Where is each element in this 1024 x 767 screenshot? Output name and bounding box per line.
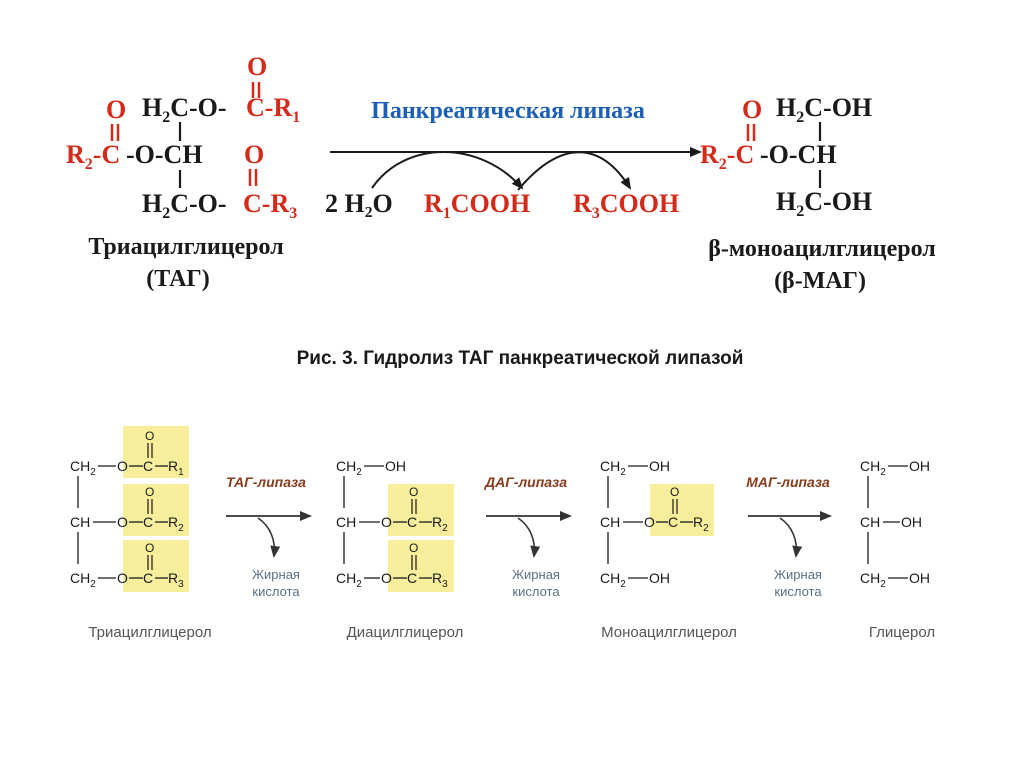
svg-text:O: O xyxy=(644,514,655,530)
figure-caption: Рис. 3. Гидролиз ТАГ панкреатической лип… xyxy=(297,348,744,369)
bottom-pathway: CH2 O C O R1 CH O C O R2 CH2 O xyxy=(70,426,935,641)
tag-r1-carbonyl-o: O xyxy=(247,52,267,81)
svg-text:C: C xyxy=(668,514,678,530)
bottom-mag-molecule: CH2 OH CH O C O R2 CH2 OH xyxy=(600,458,709,590)
svg-text:O: O xyxy=(117,514,128,530)
svg-text:CH: CH xyxy=(70,514,90,530)
tag-row1-c-r1: C-R1 xyxy=(246,93,300,126)
mag-name-label: β-моноацилглицерол xyxy=(708,236,936,262)
svg-text:CH: CH xyxy=(860,514,880,530)
step2-fatty-acid-line1: Жирная xyxy=(512,567,560,582)
svg-text:R3: R3 xyxy=(168,570,184,590)
tag-structure: O O O H2C-O- C-R1 R2-C -O-CH H2C-O- C-R3 xyxy=(66,52,300,222)
svg-text:R2: R2 xyxy=(168,514,184,534)
svg-text:O: O xyxy=(409,541,418,555)
highlight-tag-r1 xyxy=(123,426,189,478)
svg-text:C: C xyxy=(407,514,417,530)
mag-carbonyl-o: O xyxy=(742,95,762,124)
tag-row3-h2c: H2C-O- xyxy=(142,189,227,222)
svg-text:O: O xyxy=(409,485,418,499)
svg-text:O: O xyxy=(145,429,154,443)
tag-r2-carbonyl-o: O xyxy=(106,95,126,124)
highlight-tag-r2 xyxy=(123,484,189,536)
svg-text:C: C xyxy=(407,570,417,586)
svg-text:R1: R1 xyxy=(168,458,184,478)
enzyme-mag-lipase: МАГ-липаза xyxy=(746,474,830,490)
svg-text:CH2: CH2 xyxy=(600,570,626,590)
svg-text:CH2: CH2 xyxy=(336,570,362,590)
step1-fatty-acid-line2: кислота xyxy=(252,584,300,599)
svg-text:OH: OH xyxy=(649,458,670,474)
name-glycerol: Глицерол xyxy=(869,624,935,641)
svg-text:O: O xyxy=(117,458,128,474)
step2-fatty-acid-line2: кислота xyxy=(512,584,560,599)
mag-row2-o-ch: -O-CH xyxy=(760,140,837,169)
svg-text:C: C xyxy=(143,458,153,474)
svg-text:CH: CH xyxy=(336,514,356,530)
svg-text:O: O xyxy=(381,570,392,586)
svg-text:O: O xyxy=(145,485,154,499)
enzyme-dag-lipase: ДАГ-липаза xyxy=(484,474,567,490)
svg-text:OH: OH xyxy=(901,514,922,530)
svg-text:O: O xyxy=(145,541,154,555)
bottom-dag-molecule: CH2 OH CH O C O R2 CH2 O C O R3 xyxy=(336,458,448,590)
tag-row3-c-r3: C-R3 xyxy=(243,189,297,222)
svg-text:OH: OH xyxy=(649,570,670,586)
svg-text:R3: R3 xyxy=(432,570,448,590)
svg-text:CH2: CH2 xyxy=(860,570,886,590)
svg-text:O: O xyxy=(670,485,679,499)
step3-fatty-acid-line2: кислота xyxy=(774,584,822,599)
name-monoacylglycerol: Моноацилглицерол xyxy=(601,624,737,641)
highlight-mag-r2 xyxy=(650,484,714,536)
name-triacylglycerol: Триацилглицерол xyxy=(88,624,211,641)
tag-row2-o-ch: -O-CH xyxy=(126,140,203,169)
svg-text:O: O xyxy=(117,570,128,586)
step3-fatty-acid-line1: Жирная xyxy=(774,567,822,582)
tag-name-label: Триацилглицерол xyxy=(88,234,283,260)
enzyme-tag-lipase: ТАГ-липаза xyxy=(226,474,306,490)
tag-row1-h2c: H2C-O- xyxy=(142,93,227,126)
step1-fatty-acid-line1: Жирная xyxy=(252,567,300,582)
water-reactant: 2 H₂O xyxy=(325,189,393,218)
svg-text:O: O xyxy=(381,514,392,530)
highlight-dag-r2 xyxy=(388,484,454,536)
top-reaction: O O O H2C-O- C-R1 R2-C -O-CH H2C-O- C-R3 xyxy=(66,52,936,294)
bottom-tag-molecule: CH2 O C O R1 CH O C O R2 CH2 O xyxy=(70,429,184,590)
svg-text:R2: R2 xyxy=(693,514,709,534)
bottom-glycerol-molecule: CH2 OH CH OH CH2 OH xyxy=(860,458,930,590)
svg-text:R2: R2 xyxy=(432,514,448,534)
svg-text:OH: OH xyxy=(909,458,930,474)
step3-fatty-acid-arrow xyxy=(779,517,803,558)
curved-arrow-r3cooh xyxy=(517,151,632,191)
tag-abbr-label: (ТАГ) xyxy=(146,266,209,292)
svg-text:CH2: CH2 xyxy=(600,458,626,478)
product-r3cooh: R3COOH xyxy=(573,189,679,222)
tag-row2-r2-c: R2-C xyxy=(66,140,120,173)
svg-text:CH2: CH2 xyxy=(336,458,362,478)
name-diacylglycerol: Диацилглицерол xyxy=(347,624,464,641)
svg-text:C: C xyxy=(143,514,153,530)
highlight-tag-r3 xyxy=(123,540,189,592)
product-r1cooh: R1COOH xyxy=(424,189,530,222)
svg-text:OH: OH xyxy=(385,458,406,474)
mag-abbr-label: (β-МАГ) xyxy=(774,268,866,294)
step2-fatty-acid-arrow xyxy=(517,517,541,558)
svg-text:CH2: CH2 xyxy=(860,458,886,478)
tag-r3-carbonyl-o: O xyxy=(244,140,264,169)
mag-structure: O H2C-OH R2-C -O-CH H2C-OH xyxy=(700,93,872,220)
svg-text:CH2: CH2 xyxy=(70,570,96,590)
mag-row2-r2-c: R2-C xyxy=(700,140,754,173)
svg-text:C: C xyxy=(143,570,153,586)
mag-row3-h2c-oh: H2C-OH xyxy=(776,187,872,220)
svg-text:CH: CH xyxy=(600,514,620,530)
pancreatic-lipase-label: Панкреатическая липаза xyxy=(371,98,645,124)
mag-row1-h2c-oh: H2C-OH xyxy=(776,93,872,126)
svg-text:CH2: CH2 xyxy=(70,458,96,478)
step1-fatty-acid-arrow xyxy=(257,517,281,558)
curved-arrow-r1cooh xyxy=(371,151,524,190)
highlight-dag-r3 xyxy=(388,540,454,592)
svg-text:OH: OH xyxy=(909,570,930,586)
